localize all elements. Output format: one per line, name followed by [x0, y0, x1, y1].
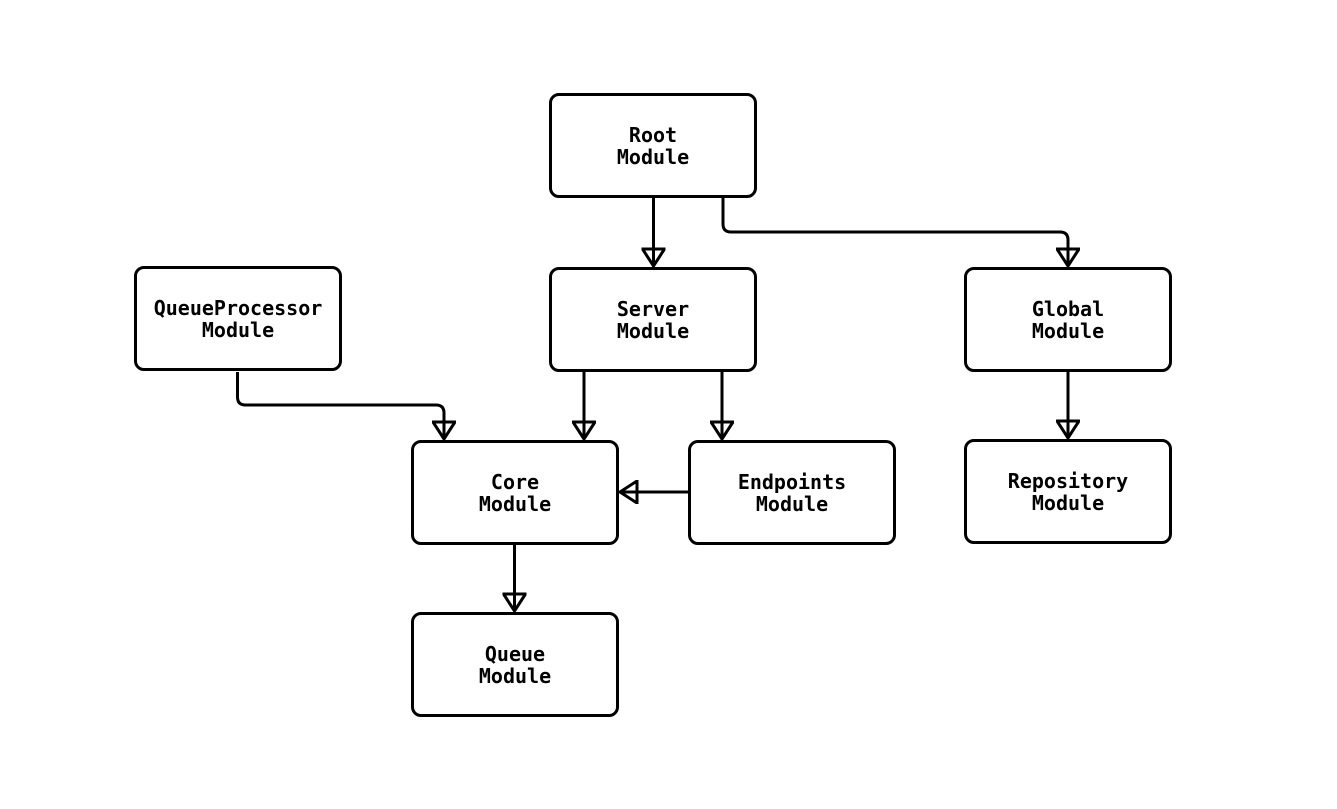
node-root-module: Root Module [549, 93, 757, 198]
node-queueprocessor-module: QueueProcessor Module [134, 266, 342, 371]
node-label-line: Module [616, 318, 690, 343]
node-label-line: Module [478, 491, 552, 516]
node-label-line: Module [478, 663, 552, 688]
node-label-line: Queue [484, 641, 546, 666]
node-label-line: QueueProcessor [153, 295, 323, 320]
node-label-line: Core [490, 469, 540, 494]
node-server-module: Server Module [549, 267, 757, 372]
node-label-line: Endpoints [737, 469, 847, 494]
node-repository-module: Repository Module [964, 439, 1172, 544]
node-label-line: Server [616, 296, 690, 321]
node-endpoints-module: Endpoints Module [688, 440, 896, 545]
node-label-line: Module [1031, 490, 1105, 515]
node-core-module: Core Module [411, 440, 619, 545]
edge-root-to-global [721, 197, 1068, 265]
node-label-line: Module [755, 491, 829, 516]
node-label-line: Module [201, 317, 275, 342]
node-label-line: Module [1031, 318, 1105, 343]
node-global-module: Global Module [964, 267, 1172, 372]
node-label-line: Repository [1007, 468, 1129, 493]
node-label-line: Module [616, 144, 690, 169]
node-label-line: Root [628, 122, 678, 147]
edge-queueprocessor-to-core [236, 372, 445, 438]
node-queue-module: Queue Module [411, 612, 619, 717]
node-label-line: Global [1031, 296, 1105, 321]
